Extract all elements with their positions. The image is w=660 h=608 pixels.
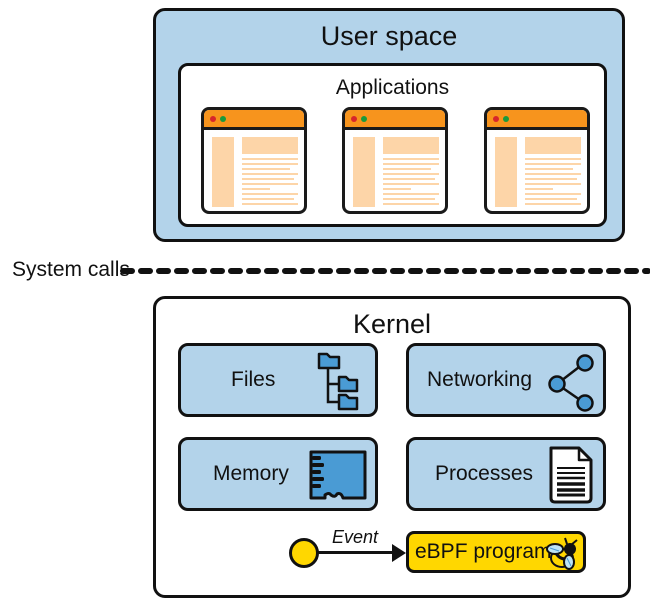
text-line (525, 183, 581, 185)
app-window-2 (342, 107, 448, 214)
text-line (525, 198, 577, 200)
ebpf-program-label: eBPF program (415, 540, 552, 563)
kernel-panel: Kernel Files Networking Memory (153, 296, 631, 598)
text-line (242, 168, 290, 170)
text-line (383, 203, 439, 205)
window-header-block (525, 137, 581, 154)
window-titlebar (345, 110, 445, 130)
system-calls-divider (120, 268, 650, 274)
document-icon (549, 446, 593, 504)
text-line (242, 183, 298, 185)
user-space-title: User space (320, 21, 458, 51)
text-line (383, 163, 439, 165)
networking-box: Networking (406, 343, 606, 417)
share-nodes-icon (548, 354, 594, 412)
ebpf-program-box: eBPF program (406, 531, 586, 573)
memory-label: Memory (213, 462, 289, 485)
folder-tree-icon (317, 352, 359, 411)
text-line (383, 198, 435, 200)
text-line (383, 173, 439, 175)
system-calls-label: System calls (12, 258, 130, 281)
window-header-block (242, 137, 298, 154)
text-line (525, 163, 581, 165)
close-dot-icon (351, 116, 357, 122)
text-line (242, 163, 298, 165)
event-arrow-line (317, 551, 397, 554)
text-line (242, 178, 294, 180)
maximize-dot-icon (220, 116, 226, 122)
text-line (242, 188, 270, 190)
text-line (525, 158, 581, 160)
applications-title: Applications (335, 76, 450, 99)
text-line (525, 203, 581, 205)
text-line (383, 178, 435, 180)
files-box: Files (178, 343, 378, 417)
text-line (242, 158, 298, 160)
kernel-title: Kernel (352, 309, 432, 339)
event-arrowhead-icon (392, 544, 406, 562)
text-line (383, 183, 439, 185)
text-line (525, 188, 553, 190)
app-window-1 (201, 107, 307, 214)
applications-panel: Applications (178, 63, 607, 227)
window-sidebar (495, 137, 517, 207)
text-line (242, 203, 298, 205)
memory-card-icon (309, 450, 367, 500)
close-dot-icon (493, 116, 499, 122)
maximize-dot-icon (503, 116, 509, 122)
window-header-block (383, 137, 439, 154)
window-sidebar (212, 137, 234, 207)
maximize-dot-icon (361, 116, 367, 122)
text-line (383, 168, 431, 170)
window-titlebar (204, 110, 304, 130)
text-line (383, 188, 411, 190)
window-titlebar (487, 110, 587, 130)
event-dot-icon (289, 538, 319, 568)
app-window-3 (484, 107, 590, 214)
text-line (242, 193, 298, 195)
window-sidebar (353, 137, 375, 207)
networking-label: Networking (427, 368, 533, 391)
event-label: Event (332, 527, 379, 547)
text-line (383, 193, 439, 195)
text-line (525, 178, 577, 180)
text-line (525, 193, 581, 195)
processes-box: Processes (406, 437, 606, 511)
close-dot-icon (210, 116, 216, 122)
text-line (242, 173, 298, 175)
user-space-panel: User space Applications (153, 8, 625, 242)
memory-box: Memory (178, 437, 378, 511)
processes-label: Processes (435, 462, 534, 485)
text-line (242, 198, 294, 200)
text-line (383, 158, 439, 160)
bee-icon (546, 537, 578, 570)
text-line (525, 173, 581, 175)
text-line (525, 168, 573, 170)
files-label: Files (231, 368, 276, 391)
